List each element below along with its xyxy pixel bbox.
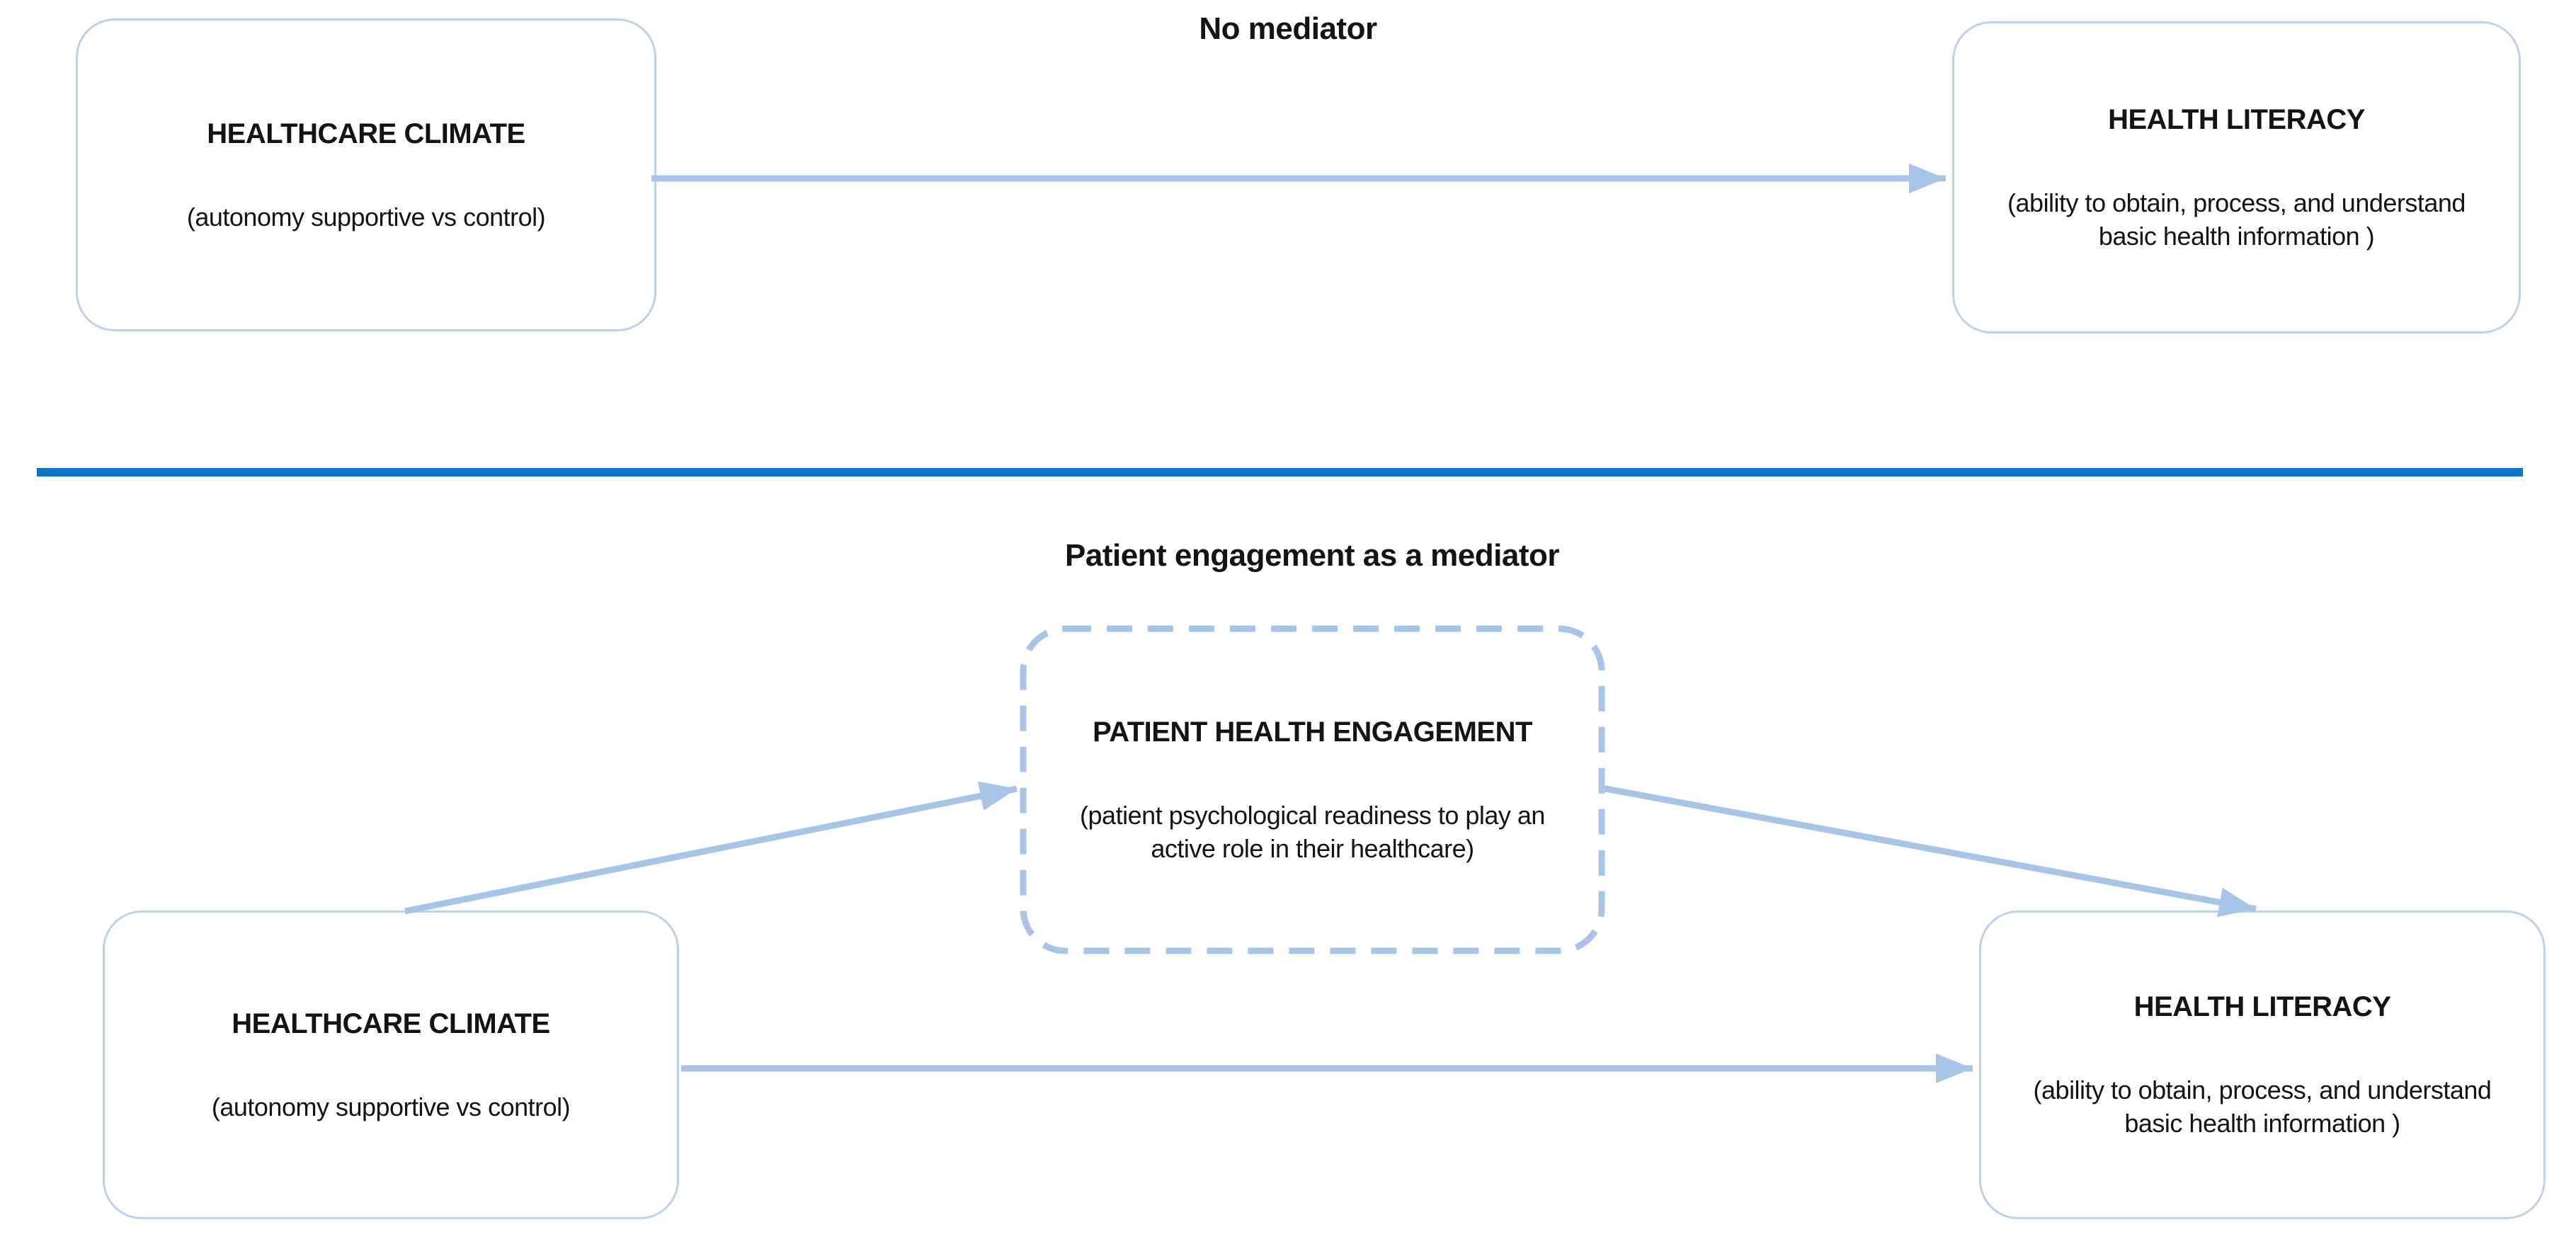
mediator-box: PATIENT HEALTH ENGAGEMENT (patient psych…: [1023, 629, 1602, 951]
top-health-literacy-subtitle: (ability to obtain, process, and underst…: [2007, 188, 2466, 251]
climate-to-mediator-arrow: [404, 781, 1018, 915]
panel-divider-line: [37, 468, 2523, 476]
bottom-healthcare-climate-title: HEALTHCARE CLIMATE: [232, 1007, 550, 1039]
top-panel-title: No mediator: [1199, 11, 1377, 46]
top-healthcare-climate-subtitle: (autonomy supportive vs control): [186, 202, 546, 232]
bottom-health-literacy-title: HEALTH LITERACY: [2133, 991, 2391, 1023]
mediator-to-literacy-arrow: [1601, 784, 2257, 918]
mediator-subtitle: (patient psychological readiness to play…: [1080, 800, 1545, 863]
bottom-health-literacy-box: HEALTH LITERACY (ability to obtain, proc…: [1979, 910, 2546, 1219]
top-health-literacy-box: HEALTH LITERACY (ability to obtain, proc…: [1952, 21, 2521, 333]
top-health-literacy-title: HEALTH LITERACY: [2108, 103, 2365, 135]
top-healthcare-climate-box: HEALTHCARE CLIMATE (autonomy supportive …: [76, 18, 656, 331]
bottom-healthcare-climate-subtitle: (autonomy supportive vs control): [211, 1092, 571, 1121]
bottom-health-literacy-subtitle: (ability to obtain, process, and underst…: [2033, 1075, 2492, 1138]
bottom-panel-title: Patient engagement as a mediator: [1065, 538, 1560, 573]
top-healthcare-climate-title: HEALTHCARE CLIMATE: [207, 118, 525, 149]
mediator-title: PATIENT HEALTH ENGAGEMENT: [1093, 716, 1532, 748]
bottom-healthcare-climate-box: HEALTHCARE CLIMATE (autonomy supportive …: [103, 910, 679, 1219]
